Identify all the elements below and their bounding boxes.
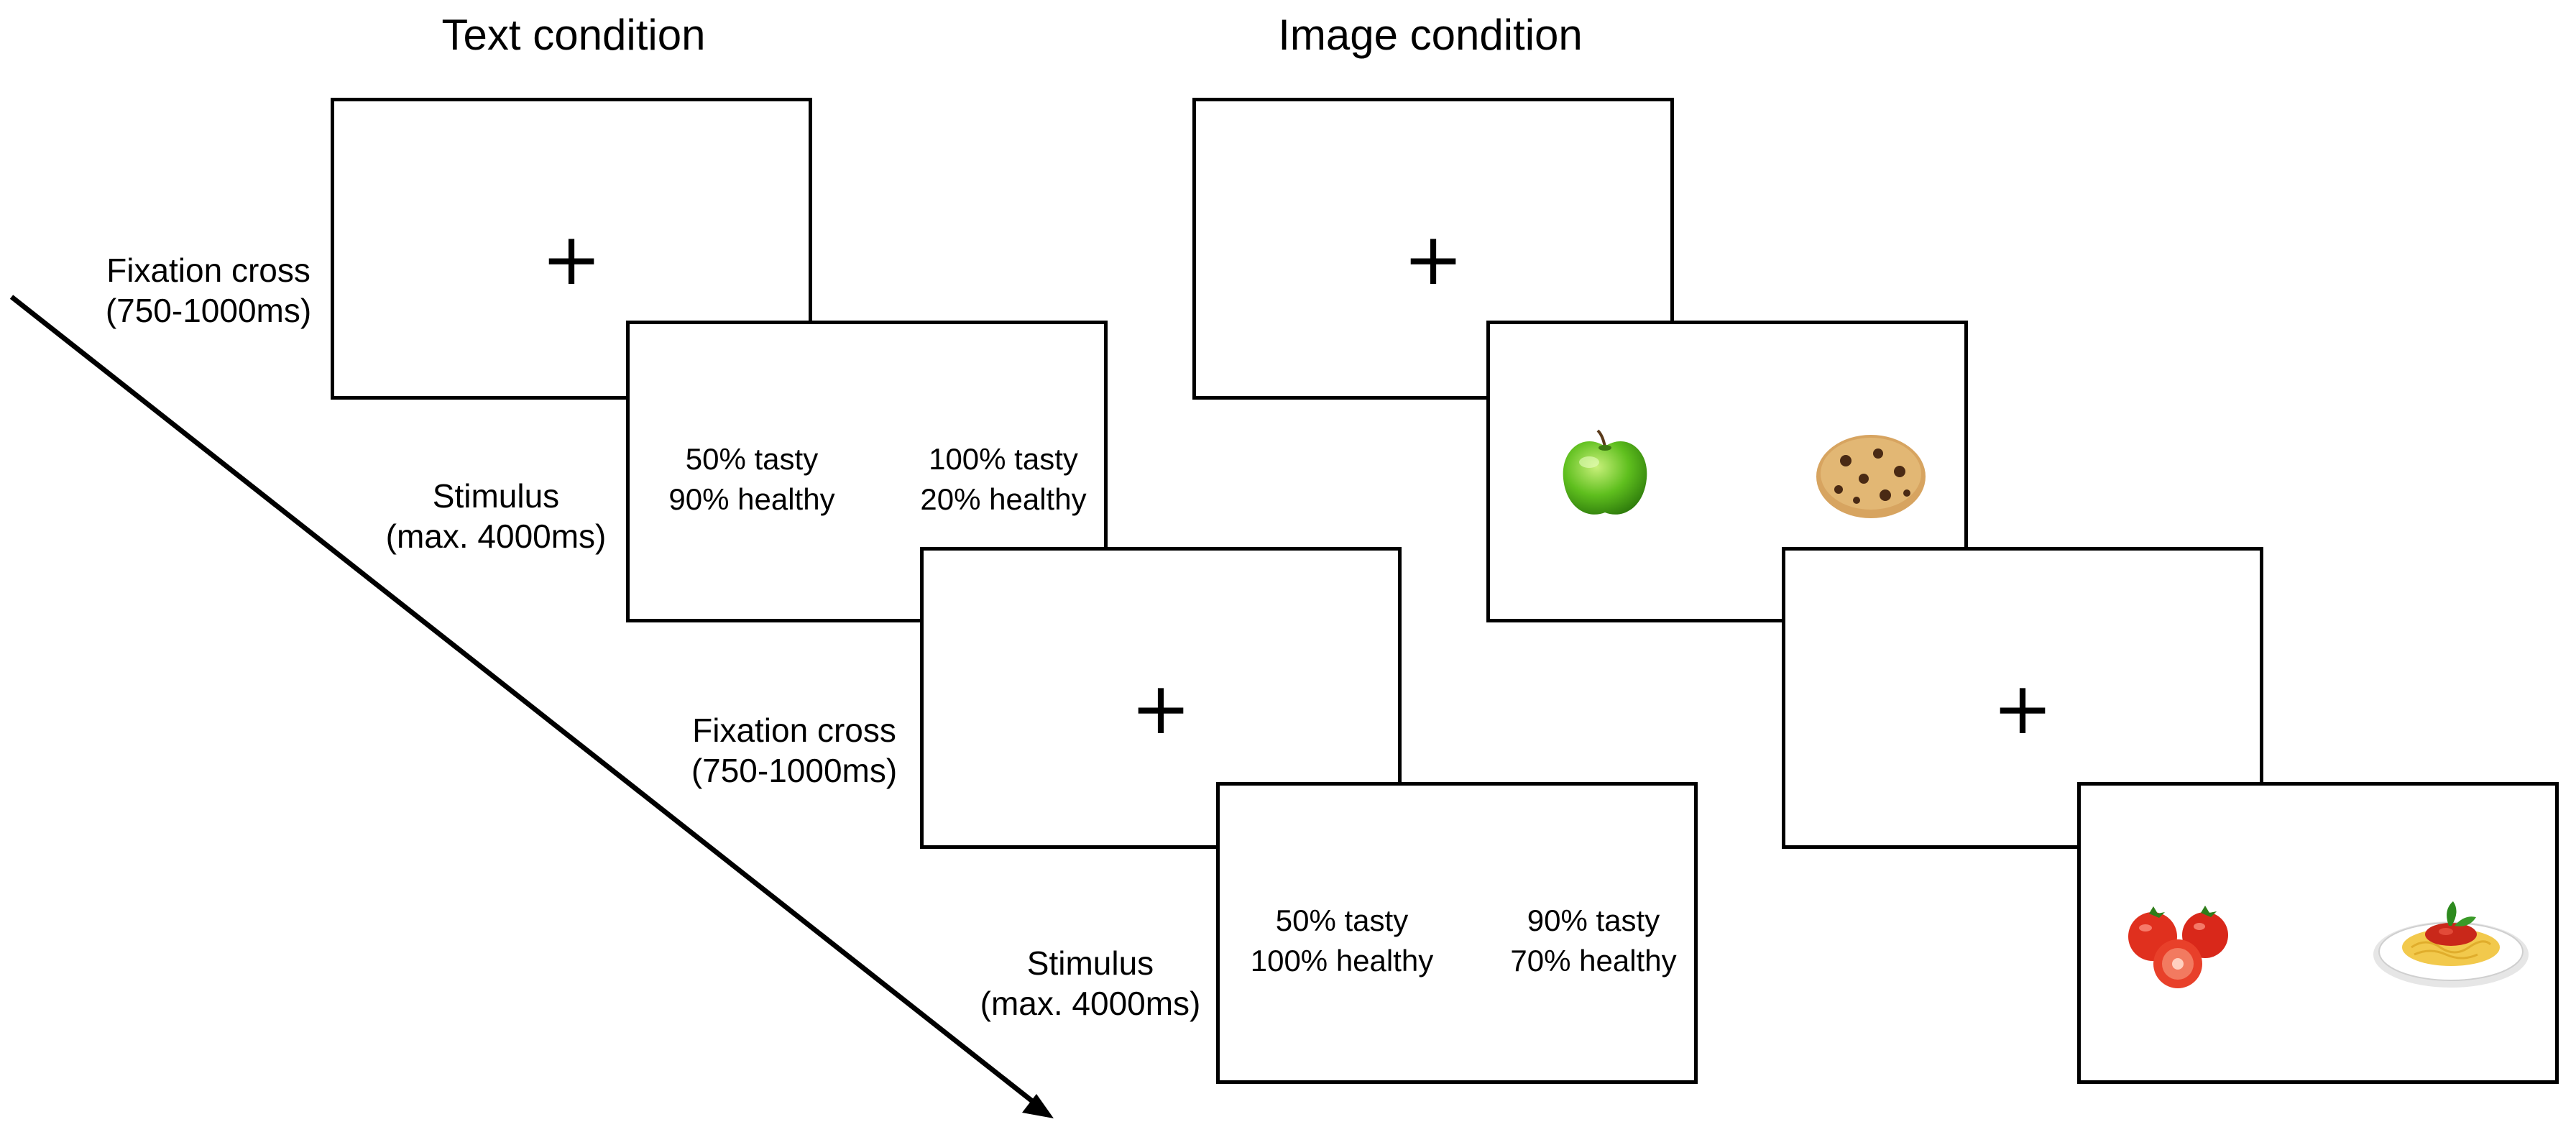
tasty-value: 90% tasty xyxy=(1527,903,1660,937)
fixation-cross: + xyxy=(1992,666,2053,750)
stimulus-label-1: Stimulus (max. 4000ms) xyxy=(377,476,615,556)
image-condition-title: Image condition xyxy=(1278,11,1583,59)
spaghetti-plate-icon xyxy=(2373,901,2529,988)
stimulus-option-left: 50% tasty 90% healthy xyxy=(644,439,860,520)
fixation-cross: + xyxy=(541,217,602,301)
stimulus-option-left: 50% tasty 100% healthy xyxy=(1234,901,1450,981)
fixation-duration: (750-1000ms) xyxy=(691,752,898,789)
text-stimulus-screen-2: 50% tasty 100% healthy 90% tasty 70% hea… xyxy=(1216,782,1698,1084)
stimulus-label: Stimulus xyxy=(432,477,560,515)
fixation-label-2: Fixation cross (750-1000ms) xyxy=(683,710,906,791)
stimulus-label-2: Stimulus (max. 4000ms) xyxy=(972,943,1209,1024)
stimulus-option-right: 90% tasty 70% healthy xyxy=(1486,901,1701,981)
tasty-value: 100% tasty xyxy=(929,442,1078,476)
healthy-value: 70% healthy xyxy=(1510,944,1677,978)
cookie-icon xyxy=(1816,435,1926,518)
fixation-label: Fixation cross xyxy=(692,712,896,749)
healthy-value: 90% healthy xyxy=(668,482,835,516)
fixation-cross: + xyxy=(1131,666,1191,750)
green-apple-icon xyxy=(1563,429,1647,515)
fixation-label-1: Fixation cross (750-1000ms) xyxy=(101,250,316,331)
stimulus-duration: (max. 4000ms) xyxy=(980,985,1201,1022)
fixation-label: Fixation cross xyxy=(106,252,310,289)
fixation-duration: (750-1000ms) xyxy=(105,292,312,329)
image-stimulus-screen-2 xyxy=(2077,782,2559,1084)
tasty-value: 50% tasty xyxy=(1275,903,1409,937)
stimulus-duration: (max. 4000ms) xyxy=(385,518,607,555)
healthy-value: 100% healthy xyxy=(1250,944,1434,978)
healthy-value: 20% healthy xyxy=(920,482,1087,516)
tomatoes-icon xyxy=(2128,906,2228,988)
fixation-cross: + xyxy=(1403,217,1463,301)
text-condition-title: Text condition xyxy=(441,11,706,59)
stimulus-label: Stimulus xyxy=(1026,944,1154,982)
tasty-value: 50% tasty xyxy=(685,442,819,476)
stimulus-option-right: 100% tasty 20% healthy xyxy=(896,439,1111,520)
